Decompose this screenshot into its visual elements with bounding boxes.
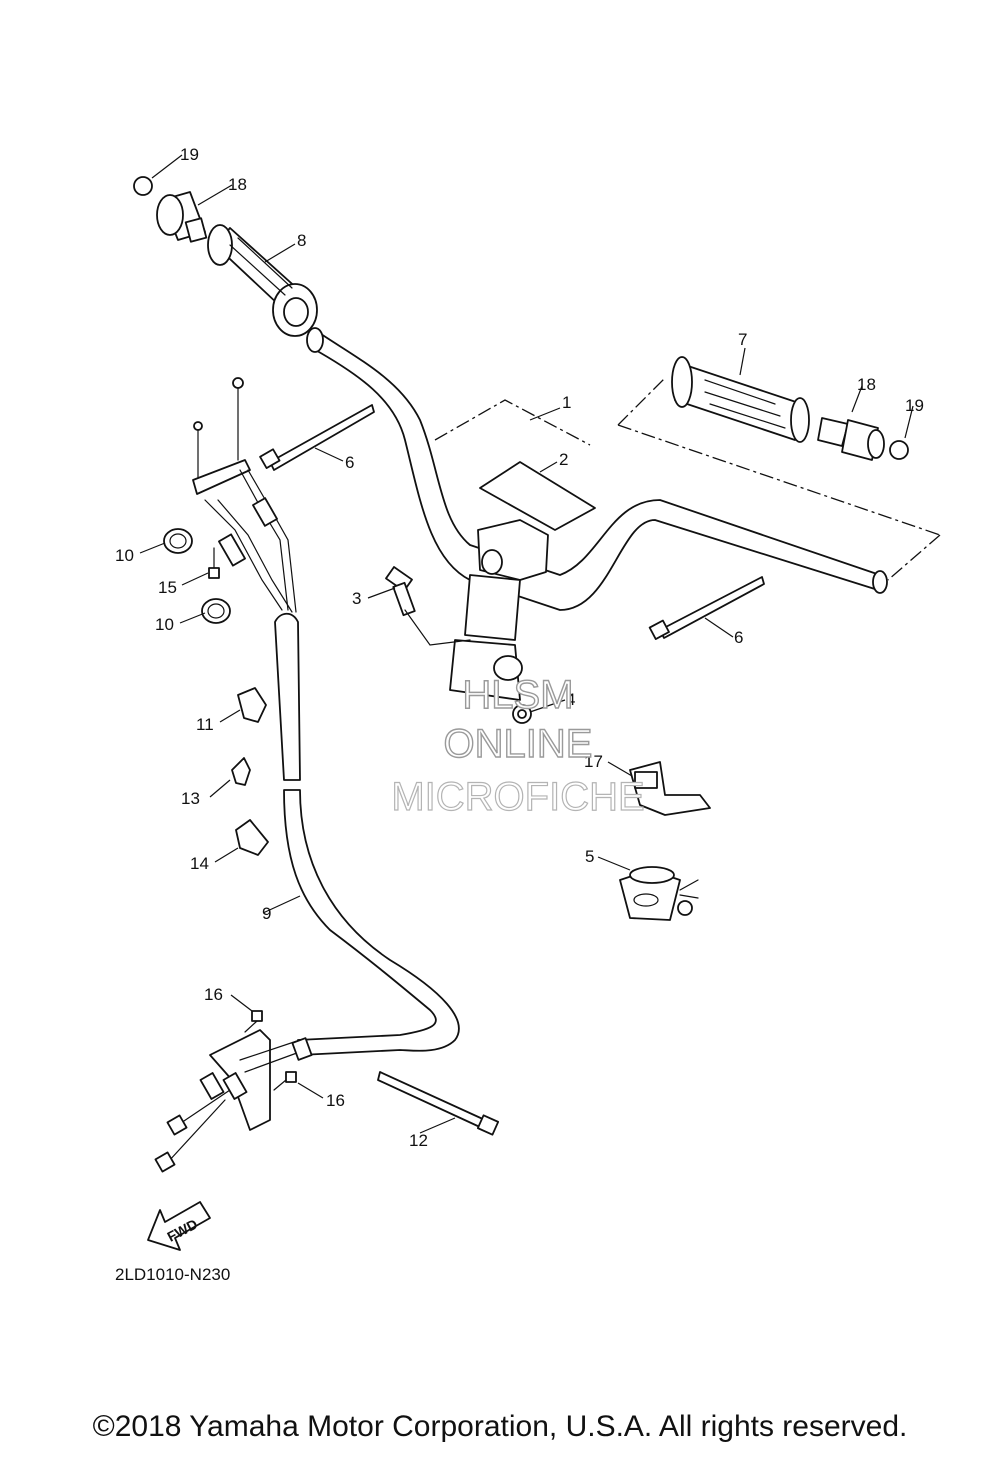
handlebar-holder bbox=[449, 519, 549, 701]
callout-6-upper: 6 bbox=[345, 453, 354, 472]
callout-12: 12 bbox=[409, 1131, 428, 1150]
grip-right bbox=[671, 356, 810, 443]
bolt-3 bbox=[385, 566, 471, 646]
callout-5: 5 bbox=[585, 847, 594, 866]
callout-2: 2 bbox=[559, 450, 568, 469]
callout-16-lower: 16 bbox=[326, 1091, 345, 1110]
callout-4: 4 bbox=[566, 690, 575, 709]
grip-left bbox=[207, 224, 318, 337]
screw-15 bbox=[208, 547, 220, 579]
watermark: HLSM ONLINE MICROFICHE bbox=[391, 672, 646, 819]
handlebar-pad bbox=[479, 461, 596, 531]
screw-16-lower bbox=[273, 1071, 297, 1091]
holder-13 bbox=[231, 757, 251, 786]
throttle-cable-housing bbox=[274, 612, 460, 1056]
throttle-cable-lower bbox=[154, 1029, 313, 1173]
callout-14: 14 bbox=[190, 854, 209, 873]
watermark-line-1: HLSM bbox=[462, 673, 573, 717]
switch-17 bbox=[629, 761, 711, 816]
callout-16-upper: 16 bbox=[204, 985, 223, 1004]
fwd-arrow: FWD bbox=[147, 1201, 211, 1251]
clamp-10-lower bbox=[201, 598, 231, 624]
nut-4 bbox=[512, 704, 532, 724]
bar-end-weight-right bbox=[817, 417, 885, 461]
watermark-line-2: ONLINE bbox=[444, 722, 593, 766]
callout-10-lower: 10 bbox=[155, 615, 174, 634]
switch-5 bbox=[619, 866, 699, 921]
clamp-10-upper bbox=[163, 528, 193, 554]
callout-18-left: 18 bbox=[228, 175, 247, 194]
handlebar bbox=[306, 327, 888, 611]
bar-end-weight-left bbox=[156, 191, 208, 243]
callout-13: 13 bbox=[181, 789, 200, 808]
callouts: 1 2 3 4 5 6 6 7 8 9 10 10 11 12 13 14 15… bbox=[115, 145, 924, 1150]
copyright-notice: ©2018 Yamaha Motor Corporation, U.S.A. A… bbox=[92, 1410, 908, 1443]
holder-14 bbox=[235, 819, 269, 856]
callout-17: 17 bbox=[584, 752, 603, 771]
callout-3: 3 bbox=[352, 589, 361, 608]
cap-left bbox=[133, 176, 153, 196]
callout-10-upper: 10 bbox=[115, 546, 134, 565]
callout-18-right: 18 bbox=[857, 375, 876, 394]
cable-tie-lower bbox=[377, 1071, 500, 1136]
callout-19-right: 19 bbox=[905, 396, 924, 415]
callout-9: 9 bbox=[262, 904, 271, 923]
screw-16-upper bbox=[244, 1010, 263, 1033]
callout-1: 1 bbox=[562, 393, 571, 412]
callout-7: 7 bbox=[738, 330, 747, 349]
holder-11 bbox=[237, 687, 267, 723]
watermark-line-3: MICROFICHE bbox=[391, 775, 644, 819]
cable-tie-right bbox=[648, 576, 765, 640]
callout-8: 8 bbox=[297, 231, 306, 250]
leader-lines bbox=[139, 154, 914, 1134]
callout-11: 11 bbox=[196, 715, 214, 734]
callout-19-left: 19 bbox=[180, 145, 199, 164]
cap-right bbox=[889, 440, 909, 460]
drawing-code: 2LD1010-N230 bbox=[115, 1265, 230, 1284]
callout-6-right: 6 bbox=[734, 628, 743, 647]
throttle-cable-upper bbox=[192, 377, 297, 613]
callout-15: 15 bbox=[158, 578, 177, 597]
cable-tie-upper bbox=[259, 404, 375, 471]
